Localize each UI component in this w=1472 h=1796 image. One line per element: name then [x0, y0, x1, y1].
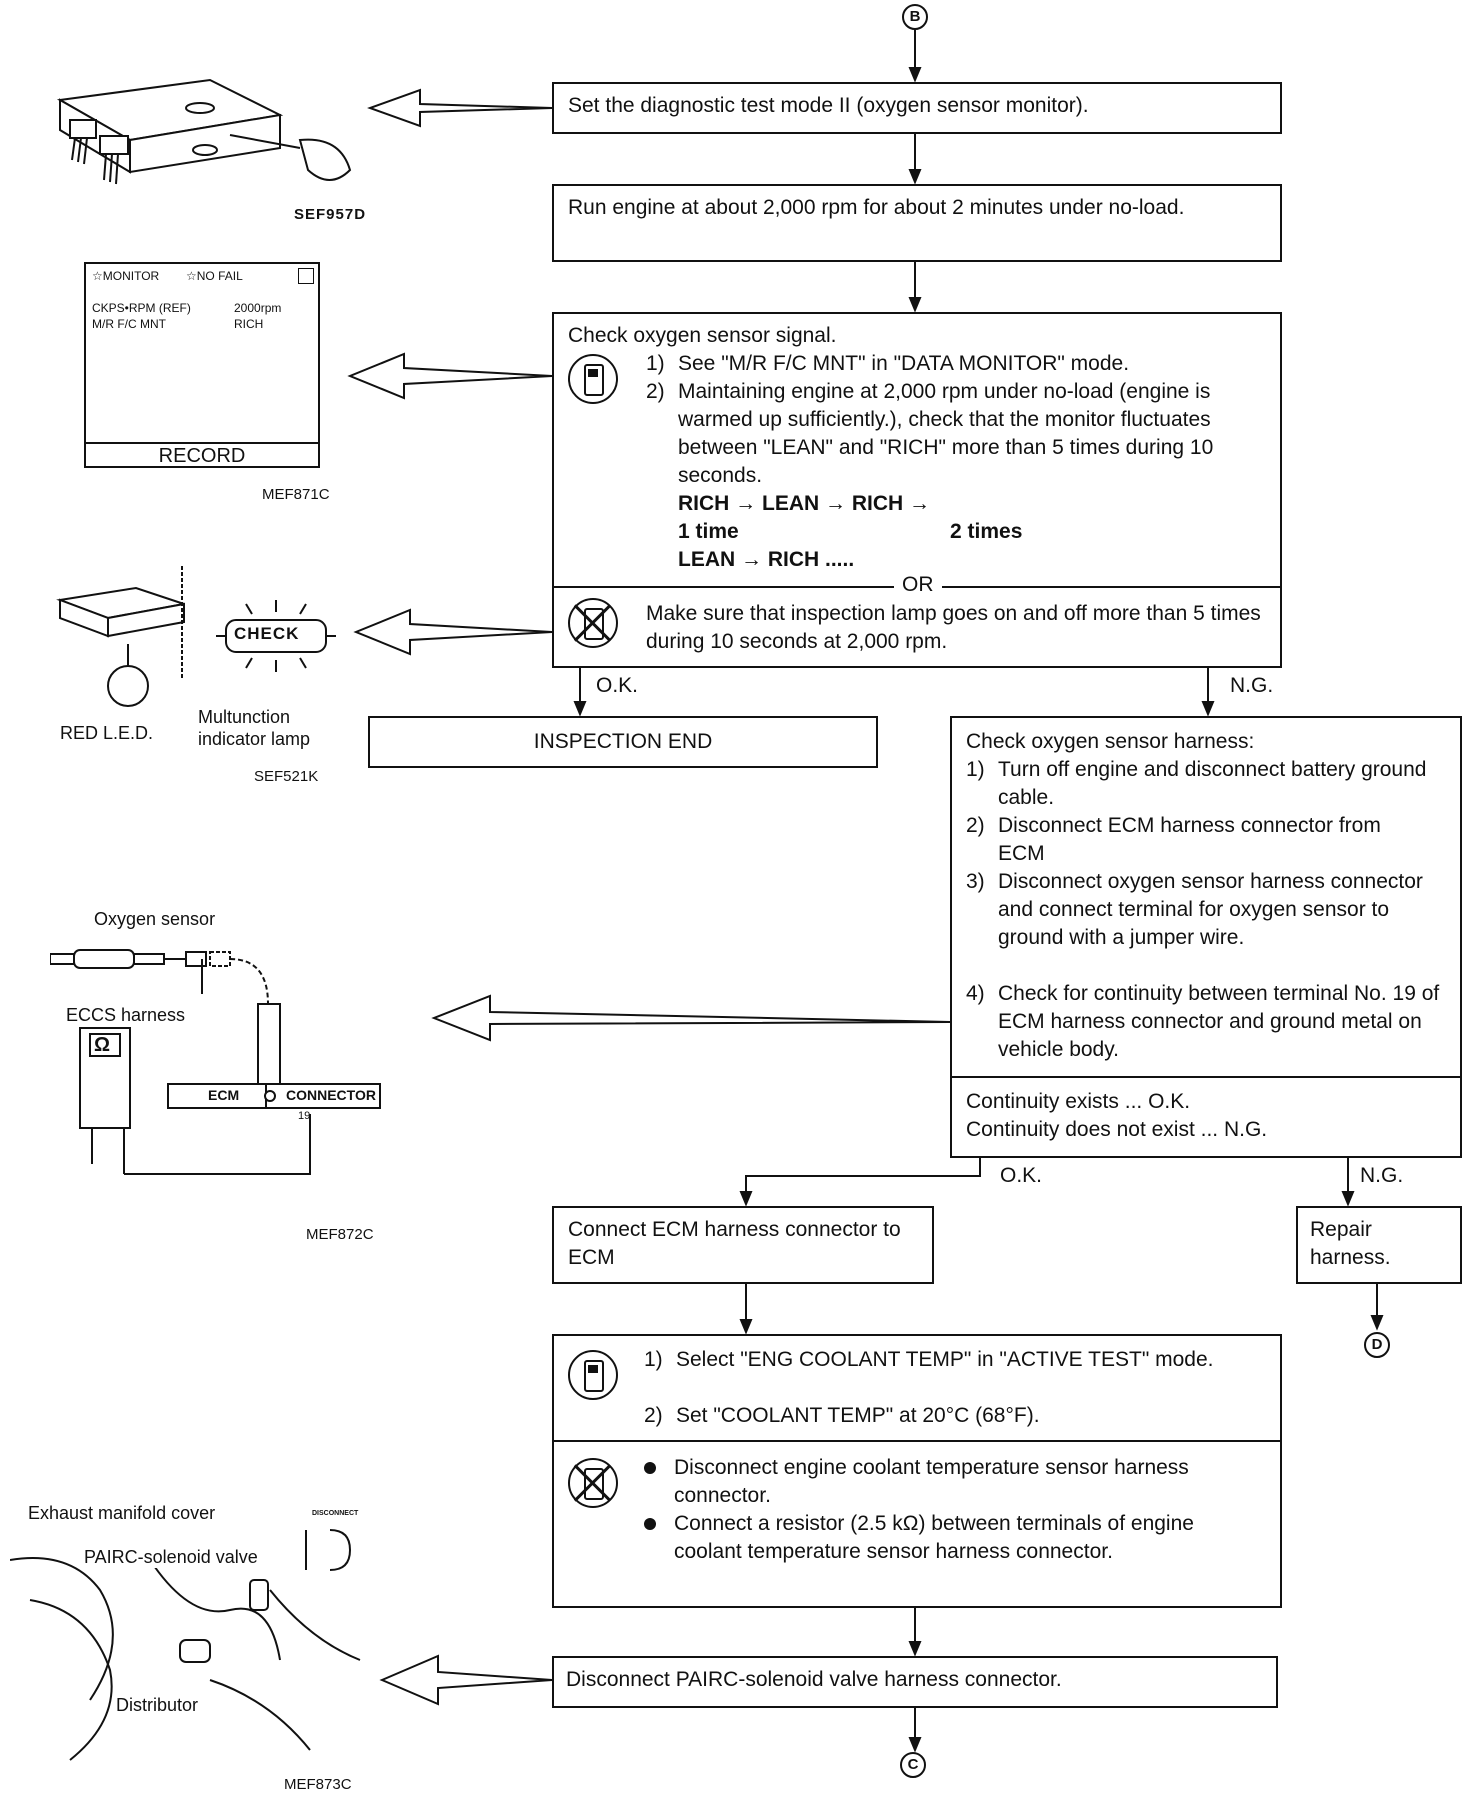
red-led-label: RED L.E.D. [60, 723, 154, 743]
step-run-engine: Run engine at about 2,000 rpm for about … [552, 184, 1282, 262]
monitor-screen: ☆MONITOR ☆NO FAIL CKPS•RPM (REF) 2000rpm… [84, 262, 320, 468]
harness-item-4-num: 4) [966, 982, 985, 1005]
repair-harness-text: Repair harness. [1310, 1218, 1391, 1269]
monitor-row2-label: M/R F/C MNT [92, 317, 166, 331]
monitor-checkbox-icon [298, 268, 314, 284]
step-check-signal: Check oxygen sensor signal. 1) See "M/R … [552, 312, 1282, 668]
signal-item-1-text: See "M/R F/C MNT" in "DATA MONITOR" mode… [678, 352, 1130, 375]
hollow-arrow-3 [353, 608, 553, 656]
ok-label-1: O.K. [596, 674, 639, 697]
inspection-end-box: INSPECTION END [368, 716, 878, 768]
connector-c: C [900, 1752, 926, 1778]
coolant-item-2-num: 2) [644, 1404, 663, 1427]
harness-item-4-text: Check for continuity between terminal No… [998, 982, 1440, 1061]
ecm-screwdriver-illustration [56, 78, 352, 185]
ok-label-2: O.K. [1000, 1164, 1043, 1187]
harness-title: Check oxygen sensor harness: [966, 730, 1255, 753]
eccs-harness-label: ECCS harness [66, 1005, 186, 1025]
hollow-arrow-5 [379, 1654, 553, 1706]
ng-label-1: N.G. [1230, 674, 1274, 697]
or-label: OR [894, 571, 942, 599]
monitor-row2-value: RICH [234, 317, 264, 331]
mil-label: Multunction indicator lamp [198, 707, 311, 749]
check-lamp-label: CHECK [234, 624, 300, 643]
step-check-harness: Check oxygen sensor harness: 1) Turn off… [950, 716, 1462, 1158]
exhaust-cover-label: Exhaust manifold cover [28, 1502, 216, 1524]
lamp-illustration [56, 566, 336, 707]
figure-oxygen-sensor: Ω ECM CONNECTOR 19 [49, 934, 390, 1184]
step-coolant-temp: 1) Select "ENG COOLANT TEMP" in "ACTIVE … [552, 1334, 1282, 1608]
step-disconnect-pairc: Disconnect PAIRC-solenoid valve harness … [552, 1656, 1278, 1708]
coolant-item-2-text: Set "COOLANT TEMP" at 20°C (68°F). [676, 1404, 1040, 1427]
sequence-1-time: 1 time [678, 520, 739, 543]
oxygen-sensor-label: Oxygen sensor [94, 909, 216, 929]
connector-label: CONNECTOR [286, 1087, 376, 1103]
pairc-valve-label: PAIRC-solenoid valve [84, 1546, 258, 1568]
signal-alt-text: Make sure that inspection lamp goes on a… [646, 602, 1261, 653]
inspection-end-text: INSPECTION END [533, 730, 713, 753]
sequence-line-1: RICH → LEAN → RICH → [678, 492, 930, 515]
connect-ecm-box: Connect ECM harness connector to ECM [552, 1206, 934, 1284]
monitor-header-left: ☆MONITOR [92, 269, 160, 283]
monitor-header-right: ☆NO FAIL [186, 269, 243, 283]
ohm-symbol: Ω [94, 1034, 111, 1056]
consult-tester-icon-2 [568, 1350, 618, 1400]
sequence-2-times: 2 times [950, 520, 1023, 543]
ecm-connector-label: ECM [208, 1087, 240, 1103]
figure-code-sef957d: SEF957D [294, 206, 367, 223]
step-check-signal-title: Check oxygen sensor signal. [568, 324, 837, 347]
disconnect-label: DISCONNECT [312, 1510, 359, 1517]
figure-code-sef521k: SEF521K [254, 768, 319, 785]
ng-label-2: N.G. [1360, 1164, 1404, 1187]
bullet-dot-icon [644, 1518, 656, 1530]
pin-19-label: 19 [298, 1110, 311, 1122]
harness-item-1-text: Turn off engine and disconnect battery g… [998, 758, 1427, 809]
monitor-record-button[interactable]: RECORD [86, 442, 318, 468]
harness-result-ng: Continuity does not exist ... N.G. [966, 1118, 1268, 1141]
harness-item-2-num: 2) [966, 814, 985, 837]
coolant-bullet-2-text: Connect a resistor (2.5 kΩ) between term… [674, 1512, 1194, 1563]
signal-item-2-num: 2) [646, 380, 665, 403]
figure-code-mef871c: MEF871C [262, 486, 330, 503]
harness-item-3-text: Disconnect oxygen sensor harness connect… [998, 870, 1423, 949]
connect-ecm-text: Connect ECM harness connector to ECM [568, 1218, 901, 1269]
distributor-label: Distributor [116, 1694, 199, 1716]
coolant-item-1-text: Select "ENG COOLANT TEMP" in "ACTIVE TES… [676, 1348, 1214, 1371]
monitor-row1-value: 2000rpm [234, 301, 282, 315]
step-disconnect-pairc-text: Disconnect PAIRC-solenoid valve harness … [566, 1668, 1062, 1691]
figure-ecm-unit [50, 60, 360, 210]
harness-item-1-num: 1) [966, 758, 985, 781]
no-tester-icon-2 [568, 1458, 618, 1508]
harness-divider [952, 1076, 1460, 1078]
connector-d: D [1364, 1332, 1390, 1358]
coolant-bullet-1-text: Disconnect engine coolant temperature se… [674, 1456, 1189, 1507]
signal-item-1-num: 1) [646, 352, 665, 375]
figure-check-lamp: CHECK [56, 560, 356, 720]
bullet-dot-icon [644, 1462, 656, 1474]
harness-item-2-text: Disconnect ECM harness connector from EC… [998, 814, 1381, 865]
harness-item-3-num: 3) [966, 870, 985, 893]
figure-code-mef872c: MEF872C [306, 1226, 374, 1243]
sensor-circuit-illustration [49, 949, 381, 1175]
figure-engine-bay: Exhaust manifold cover PAIRC-solenoid va… [9, 1500, 380, 1770]
no-tester-icon [568, 598, 618, 648]
coolant-item-1-num: 1) [644, 1348, 663, 1371]
connector-b: B [902, 4, 928, 30]
monitor-row1-label: CKPS•RPM (REF) [92, 301, 191, 315]
harness-result-ok: Continuity exists ... O.K. [966, 1090, 1191, 1113]
hollow-arrow-2 [347, 352, 553, 400]
coolant-divider [554, 1440, 1280, 1442]
hollow-arrow-1 [367, 88, 553, 128]
step-set-test-mode: Set the diagnostic test mode II (oxygen … [552, 82, 1282, 134]
step-set-test-mode-text: Set the diagnostic test mode II (oxygen … [568, 94, 1089, 117]
repair-harness-box: Repair harness. [1296, 1206, 1462, 1284]
consult-tester-icon [568, 354, 618, 404]
engine-illustration [9, 1529, 361, 1761]
step-run-engine-text: Run engine at about 2,000 rpm for about … [568, 196, 1185, 219]
hollow-arrow-4 [431, 994, 951, 1042]
sequence-line-2: LEAN → RICH ..... [678, 548, 855, 571]
figure-code-mef873c: MEF873C [284, 1776, 352, 1793]
signal-item-2-text: Maintaining engine at 2,000 rpm under no… [678, 380, 1214, 487]
